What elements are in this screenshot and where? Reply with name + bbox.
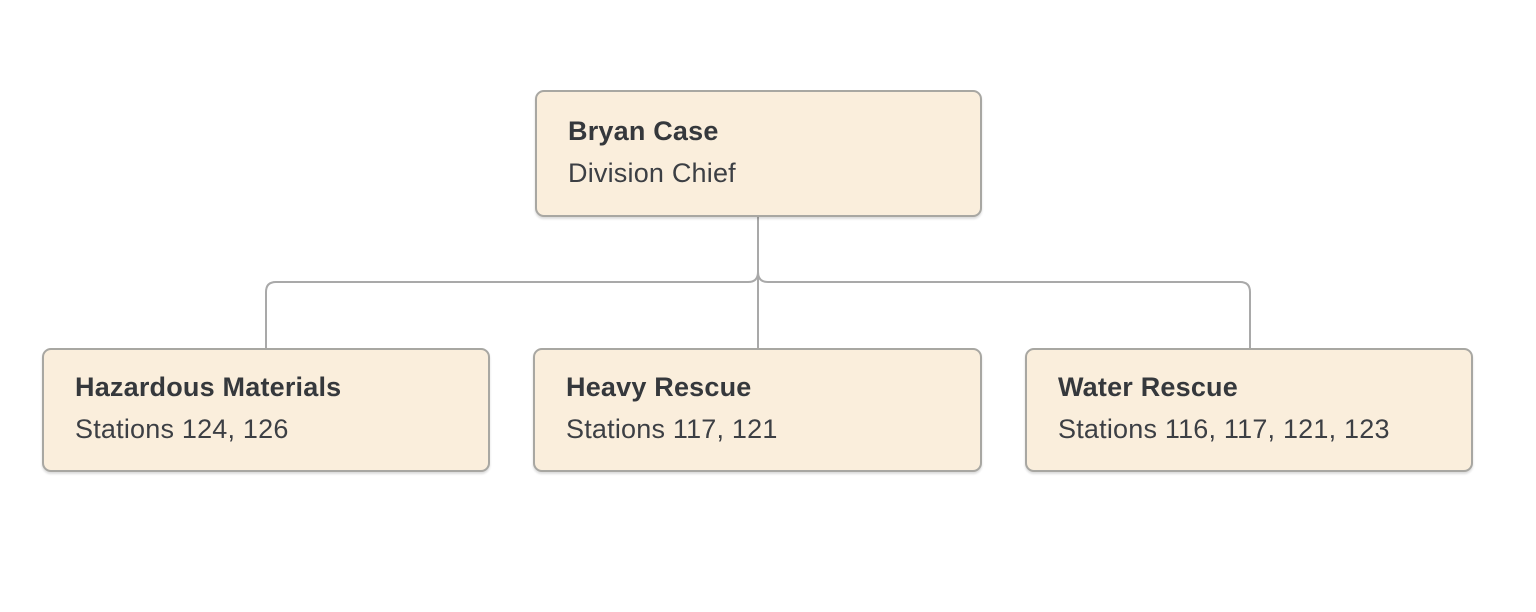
node-subtitle: Stations 124, 126 bbox=[75, 414, 289, 444]
node-subtitle: Stations 116, 117, 121, 123 bbox=[1058, 414, 1390, 444]
node-name: Hazardous Materials bbox=[75, 372, 342, 402]
org-node-hazardous-materials: Hazardous Materials Stations 124, 126 bbox=[42, 348, 490, 472]
org-node-heavy-rescue: Heavy Rescue Stations 117, 121 bbox=[533, 348, 982, 472]
node-name: Bryan Case bbox=[568, 115, 719, 146]
node-subtitle: Division Chief bbox=[568, 157, 736, 188]
node-subtitle: Stations 117, 121 bbox=[566, 414, 778, 444]
node-name: Heavy Rescue bbox=[566, 372, 752, 402]
org-node-water-rescue: Water Rescue Stations 116, 117, 121, 123 bbox=[1025, 348, 1473, 472]
node-name: Water Rescue bbox=[1058, 372, 1238, 402]
org-node-division-chief: Bryan Case Division Chief bbox=[535, 90, 982, 217]
